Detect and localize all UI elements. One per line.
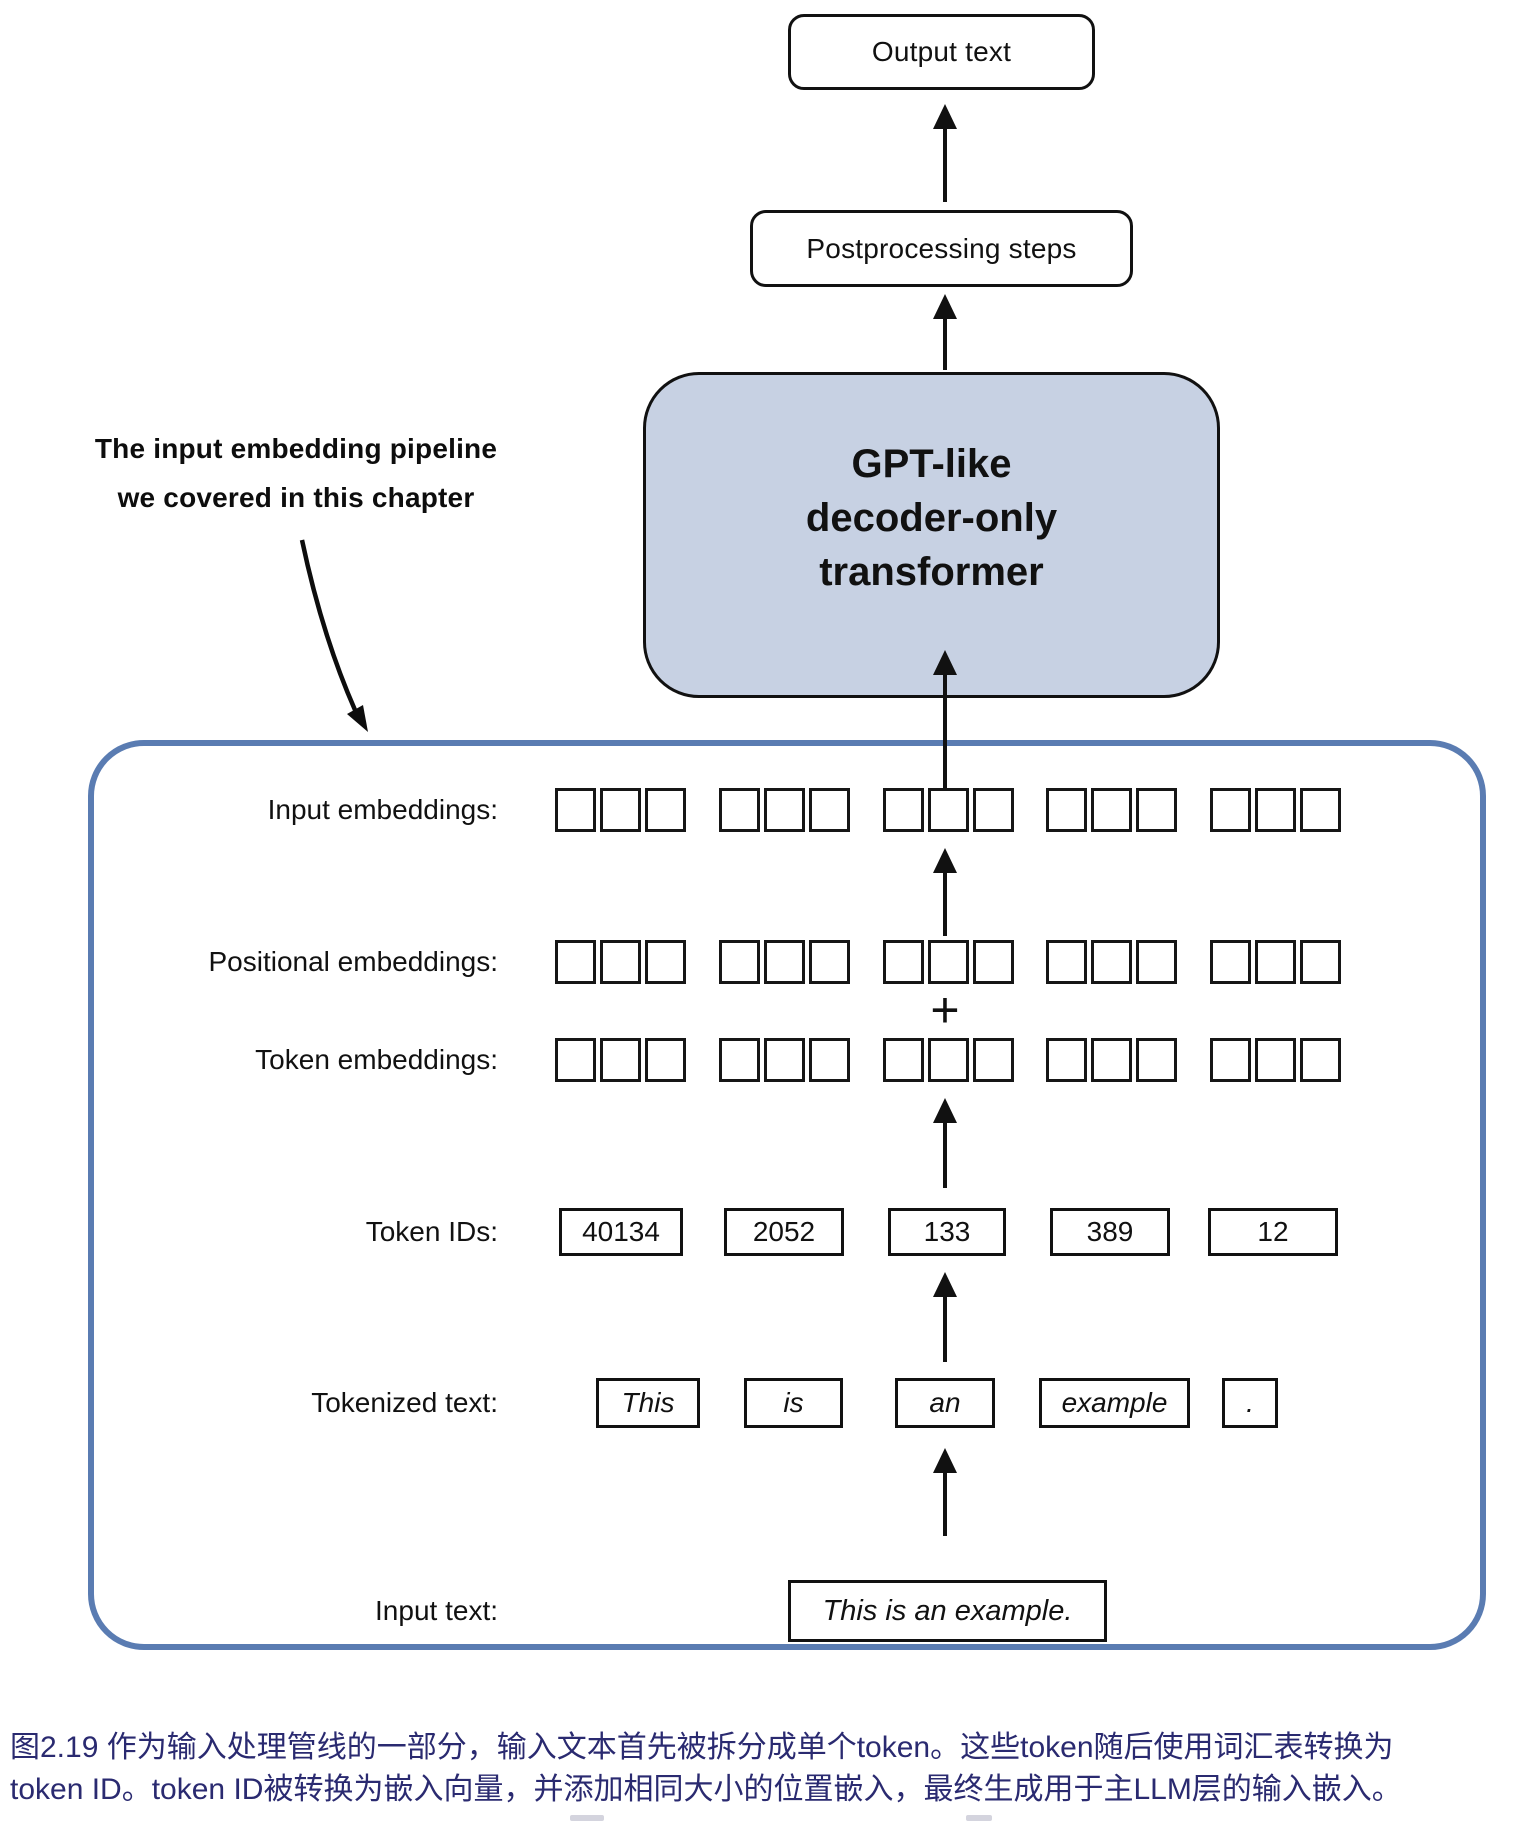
- annotation-arrow-icon: [299, 539, 368, 732]
- token-id-box: 40134: [559, 1208, 683, 1256]
- arrowhead-icon: [933, 1272, 957, 1297]
- transformer-line-2: decoder-only: [805, 496, 1058, 540]
- input-text-label: Input text:: [375, 1595, 498, 1626]
- transformer-line-1: GPT-like: [851, 442, 1012, 486]
- annotation-note: The input embedding pipeline we covered …: [66, 424, 526, 522]
- arrow-shaft: [943, 1297, 947, 1362]
- token-embeddings-label: Token embeddings:: [255, 1044, 498, 1075]
- arrow-shaft: [943, 319, 947, 370]
- token-id-box: 12: [1208, 1208, 1338, 1256]
- plus-sign: +: [930, 982, 960, 1038]
- token-box: example: [1039, 1378, 1190, 1428]
- arrow-shaft: [943, 675, 947, 788]
- positional-embeddings-label: Positional embeddings:: [208, 946, 498, 977]
- output-text-box: Output text: [788, 14, 1095, 90]
- embedding-vector: [1046, 1038, 1178, 1082]
- input-embeddings-label: Input embeddings:: [267, 794, 498, 825]
- embedding-vector: [1046, 940, 1178, 984]
- token-id-box: 2052: [724, 1208, 844, 1256]
- embedding-vector: [1046, 788, 1178, 832]
- token-box: .: [1222, 1378, 1278, 1428]
- arrow-up-to-input-embeddings-icon: [932, 848, 958, 936]
- input-text-box: This is an example.: [788, 1580, 1107, 1642]
- embedding-vector: [555, 940, 686, 984]
- embedding-vector: [555, 788, 686, 832]
- transformer-box: GPT-like decoder-only transformer: [643, 372, 1220, 698]
- cropped-next-line-hint: [570, 1815, 604, 1821]
- token-ids-label: Token IDs:: [365, 1216, 498, 1247]
- output-text-label: Output text: [871, 36, 1012, 67]
- arrowhead-icon: [933, 294, 957, 319]
- transformer-line-3: transformer: [819, 550, 1044, 594]
- arrowhead-icon: [933, 1448, 957, 1473]
- embedding-vector: [1210, 788, 1341, 832]
- arrowhead-icon: [933, 104, 957, 129]
- token-box: This: [596, 1378, 700, 1428]
- postprocessing-box: Postprocessing steps: [750, 210, 1133, 287]
- embedding-vector: [882, 940, 1014, 984]
- embedding-vector: [718, 1038, 850, 1082]
- input-embeddings-vectors: [555, 788, 1341, 832]
- embedding-vector: [1210, 1038, 1341, 1082]
- annotation-line-1: The input embedding pipeline: [94, 433, 498, 464]
- caption-line-2: token ID。token ID被转换为嵌入向量，并添加相同大小的位置嵌入，最…: [10, 1773, 1402, 1806]
- token-box: an: [895, 1378, 995, 1428]
- caption-line-1: 图2.19 作为输入处理管线的一部分，输入文本首先被拆分成单个token。这些t…: [10, 1731, 1394, 1764]
- token-id-box: 133: [888, 1208, 1006, 1256]
- embedding-vector: [882, 788, 1014, 832]
- arrow-up-to-transformer-icon: [932, 650, 958, 788]
- arrowhead-icon: [933, 1098, 957, 1123]
- postprocessing-label: Postprocessing steps: [806, 232, 1077, 264]
- positional-embeddings-vectors: [555, 940, 1341, 984]
- arrow-shaft: [943, 129, 947, 202]
- arrow-up-to-token-ids-icon: [932, 1272, 958, 1362]
- arrow-shaft: [943, 1473, 947, 1536]
- arrow-shaft: [943, 873, 947, 936]
- embedding-vector: [555, 1038, 686, 1082]
- embedding-vector: [718, 788, 850, 832]
- annotation-line-2: we covered in this chapter: [117, 482, 475, 513]
- embedding-vector: [718, 940, 850, 984]
- embedding-vector: [882, 1038, 1014, 1082]
- arrow-up-to-postprocessing-icon: [932, 294, 958, 370]
- arrow-up-to-embeddings-icon: [932, 1098, 958, 1188]
- token-embeddings-vectors: [555, 1038, 1341, 1082]
- embedding-vector: [1210, 940, 1341, 984]
- token-id-box: 389: [1050, 1208, 1170, 1256]
- arrow-up-to-tokenized-icon: [932, 1448, 958, 1536]
- embedding-pipeline-frame: [88, 740, 1486, 1650]
- arrowhead-icon: [933, 848, 957, 873]
- figure-caption: 图2.19 作为输入处理管线的一部分，输入文本首先被拆分成单个token。这些t…: [10, 1727, 1510, 1811]
- arrow-up-to-output-icon: [932, 104, 958, 202]
- cropped-next-line-hint: [966, 1815, 992, 1821]
- arrowhead-icon: [933, 650, 957, 675]
- tokenized-text-label: Tokenized text:: [311, 1387, 498, 1418]
- arrow-shaft: [943, 1123, 947, 1188]
- token-box: is: [744, 1378, 843, 1428]
